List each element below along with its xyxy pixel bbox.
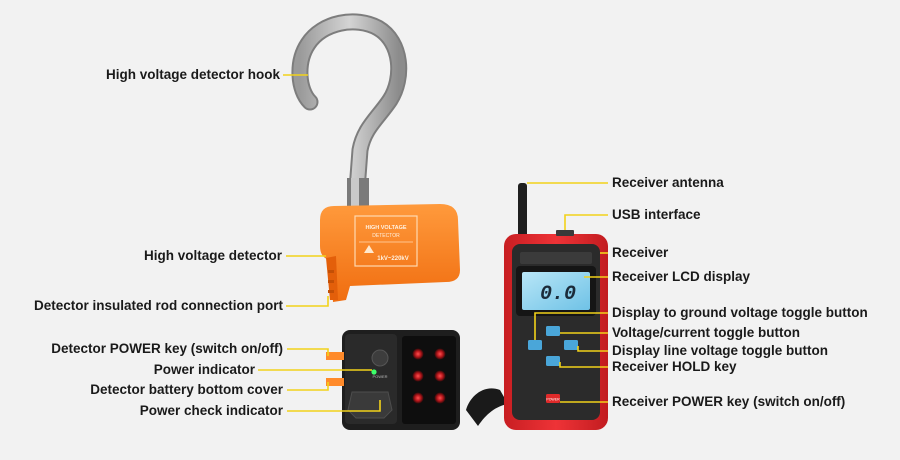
detector-battery-cover [347,391,393,419]
label-insulated-rod-port: Detector insulated rod connection port [33,298,283,313]
label-ground-voltage-toggle: Display to ground voltage toggle button [612,305,868,320]
red-led [412,348,424,360]
label-detector-power-key: Detector POWER key (switch on/off) [51,341,283,356]
detector-sticker-title: HIGH VOLTAGE [365,225,406,231]
label-receiver: Receiver [612,245,669,260]
receiver-hold-key[interactable] [546,356,560,366]
usb-interface [556,230,574,236]
label-power-check-indicator: Power check indicator [139,403,283,418]
detector-hook [291,13,408,206]
detector-power-key [371,349,389,367]
ground-voltage-toggle-button[interactable] [528,340,542,350]
label-detector-hook: High voltage detector hook [105,67,280,82]
leader-lines [258,74,608,412]
label-power-indicator: Power indicator [153,362,255,377]
red-led [434,392,446,404]
line-voltage-toggle-button[interactable] [564,340,578,350]
receiver-device: 0.0 POWER [466,183,608,430]
receiver-lcd-reading: 0.0 [540,283,576,306]
detector-sticker-subtitle: DETECTOR [372,233,400,239]
label-receiver-power-key: Receiver POWER key (switch on/off) [612,394,846,409]
label-receiver-antenna: Receiver antenna [612,175,724,190]
detector-sticker-range: 1kV~220kV [377,256,409,262]
red-led [412,370,424,382]
receiver-power-key-caption: POWER [546,398,560,402]
power-check-indicator-panel [402,336,456,424]
receiver-power-key[interactable] [546,394,560,403]
red-led [412,392,424,404]
red-led [434,348,446,360]
label-line-voltage-toggle: Display line voltage toggle button [612,343,829,358]
detector-power-key-caption: POWER [372,374,387,379]
red-led [434,370,446,382]
receiver-lcd [522,272,590,310]
receiver-antenna [518,183,527,241]
label-high-voltage-detector: High voltage detector [143,248,282,263]
label-receiver-hold-key: Receiver HOLD key [612,359,737,374]
label-voltage-current-toggle: Voltage/current toggle button [612,325,800,340]
voltage-current-toggle-button[interactable] [546,326,560,336]
detector-power-indicator [371,369,377,375]
detector-bottom-view: POWER [326,330,460,430]
label-battery-cover: Detector battery bottom cover [90,382,283,397]
high-voltage-detector: HIGH VOLTAGE DETECTOR 1kV~220kV [320,204,460,302]
label-receiver-lcd: Receiver LCD display [612,269,751,284]
label-usb-interface: USB interface [612,207,701,222]
